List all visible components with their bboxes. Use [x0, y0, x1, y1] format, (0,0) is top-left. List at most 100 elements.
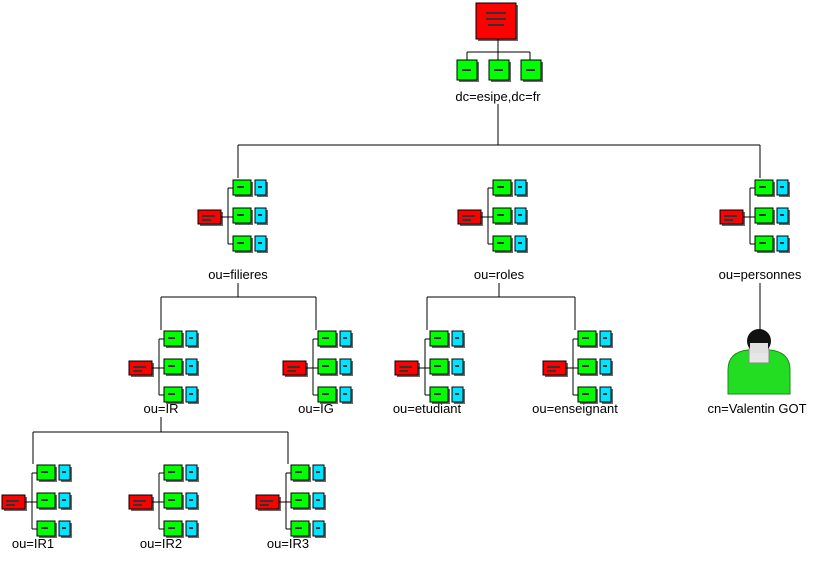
- glyph-line: [295, 499, 302, 501]
- glyph-line: [189, 337, 193, 339]
- node-personnes[interactable]: ou=personnes: [719, 179, 802, 282]
- node-roles[interactable]: ou=roles: [457, 179, 528, 282]
- organizational-unit-icon: [394, 330, 465, 404]
- ou-bracket: [743, 187, 755, 245]
- node-label-etudiant: ou=etudiant: [393, 401, 462, 416]
- node-ir1[interactable]: ou=IR1: [1, 464, 72, 551]
- glyph-line: [133, 366, 146, 368]
- organizational-unit-icon: [1, 464, 72, 538]
- glyph-line: [237, 214, 244, 216]
- glyph-line: [189, 499, 193, 501]
- glyph-line: [434, 365, 441, 367]
- node-root[interactable]: dc=esipe,dc=fr: [455, 2, 543, 104]
- glyph-line: [759, 186, 766, 188]
- glyph-line: [260, 500, 273, 502]
- glyph-line: [316, 527, 320, 529]
- node-valentin[interactable]: cn=Valentin GOT: [707, 329, 807, 416]
- glyph-line: [168, 337, 175, 339]
- node-label-ir1: ou=IR1: [12, 536, 54, 551]
- organizational-unit-icon: [457, 179, 528, 253]
- glyph-line: [547, 366, 560, 368]
- glyph-line: [434, 337, 441, 339]
- glyph-line: [62, 499, 66, 501]
- glyph-line: [258, 214, 262, 216]
- glyph-line: [168, 527, 175, 529]
- glyph-line: [462, 219, 471, 221]
- glyph-line: [518, 186, 522, 188]
- glyph-line: [455, 393, 459, 395]
- ou-bracket: [152, 472, 164, 530]
- glyph-line: [603, 365, 607, 367]
- glyph-line: [322, 337, 329, 339]
- organizational-unit-icon: [255, 464, 326, 538]
- glyph-line: [316, 499, 320, 501]
- ou-bracket: [279, 472, 291, 530]
- glyph-line: [488, 24, 504, 26]
- glyph-line: [399, 366, 412, 368]
- glyph-line: [168, 365, 175, 367]
- node-etudiant[interactable]: ou=etudiant: [393, 330, 465, 416]
- root-bracket: [466, 39, 531, 60]
- glyph-line: [497, 186, 504, 188]
- glyph-line: [526, 69, 535, 71]
- glyph-line: [759, 214, 766, 216]
- connector-line: [426, 283, 576, 330]
- glyph-line: [780, 186, 784, 188]
- glyph-line: [168, 499, 175, 501]
- glyph-line: [455, 337, 459, 339]
- glyph-line: [343, 337, 347, 339]
- glyph-line: [724, 219, 733, 221]
- node-label-root: dc=esipe,dc=fr: [455, 89, 541, 104]
- node-ig[interactable]: ou=IG: [282, 330, 353, 416]
- glyph-line: [434, 393, 441, 395]
- organizational-unit-icon: [719, 179, 790, 253]
- node-label-enseignant: ou=enseignant: [532, 401, 618, 416]
- glyph-line: [6, 504, 15, 506]
- node-filieres[interactable]: ou=filieres: [197, 179, 268, 282]
- glyph-line: [759, 242, 766, 244]
- root-red-box: [475, 2, 517, 40]
- node-ir3[interactable]: ou=IR3: [255, 464, 326, 551]
- glyph-line: [189, 393, 193, 395]
- node-enseignant[interactable]: ou=enseignant: [532, 330, 618, 416]
- node-label-ir: ou=IR: [143, 401, 178, 416]
- node-label-ir2: ou=IR2: [140, 536, 182, 551]
- ou-bracket: [566, 338, 578, 396]
- connector-line: [160, 283, 317, 330]
- glyph-line: [189, 527, 193, 529]
- glyph-line: [780, 242, 784, 244]
- connector-line: [32, 417, 289, 464]
- node-label-roles: ou=roles: [474, 267, 525, 282]
- glyph-line: [62, 471, 66, 473]
- glyph-line: [494, 69, 503, 71]
- glyph-line: [287, 366, 300, 368]
- glyph-line: [455, 365, 459, 367]
- glyph-line: [41, 527, 48, 529]
- glyph-line: [497, 214, 504, 216]
- glyph-line: [168, 471, 175, 473]
- organizational-unit-icon: [282, 330, 353, 404]
- directory-root-icon: [456, 2, 543, 82]
- glyph-line: [287, 370, 296, 372]
- person-icon: [727, 329, 791, 395]
- glyph-line: [518, 214, 522, 216]
- glyph-line: [582, 393, 589, 395]
- ou-bracket: [306, 338, 318, 396]
- glyph-line: [133, 370, 142, 372]
- glyph-line: [497, 242, 504, 244]
- node-ir[interactable]: ou=IR: [128, 330, 199, 416]
- connector-line: [237, 104, 761, 178]
- tree-connectors: [32, 104, 761, 464]
- glyph-line: [486, 12, 506, 14]
- glyph-line: [322, 365, 329, 367]
- ou-bracket: [25, 472, 37, 530]
- node-label-filieres: ou=filieres: [208, 267, 268, 282]
- glyph-line: [547, 370, 556, 372]
- organizational-unit-icon: [128, 330, 199, 404]
- glyph-line: [202, 219, 211, 221]
- glyph-line: [462, 69, 471, 71]
- glyph-line: [189, 471, 193, 473]
- glyph-line: [603, 337, 607, 339]
- node-ir2[interactable]: ou=IR2: [128, 464, 199, 551]
